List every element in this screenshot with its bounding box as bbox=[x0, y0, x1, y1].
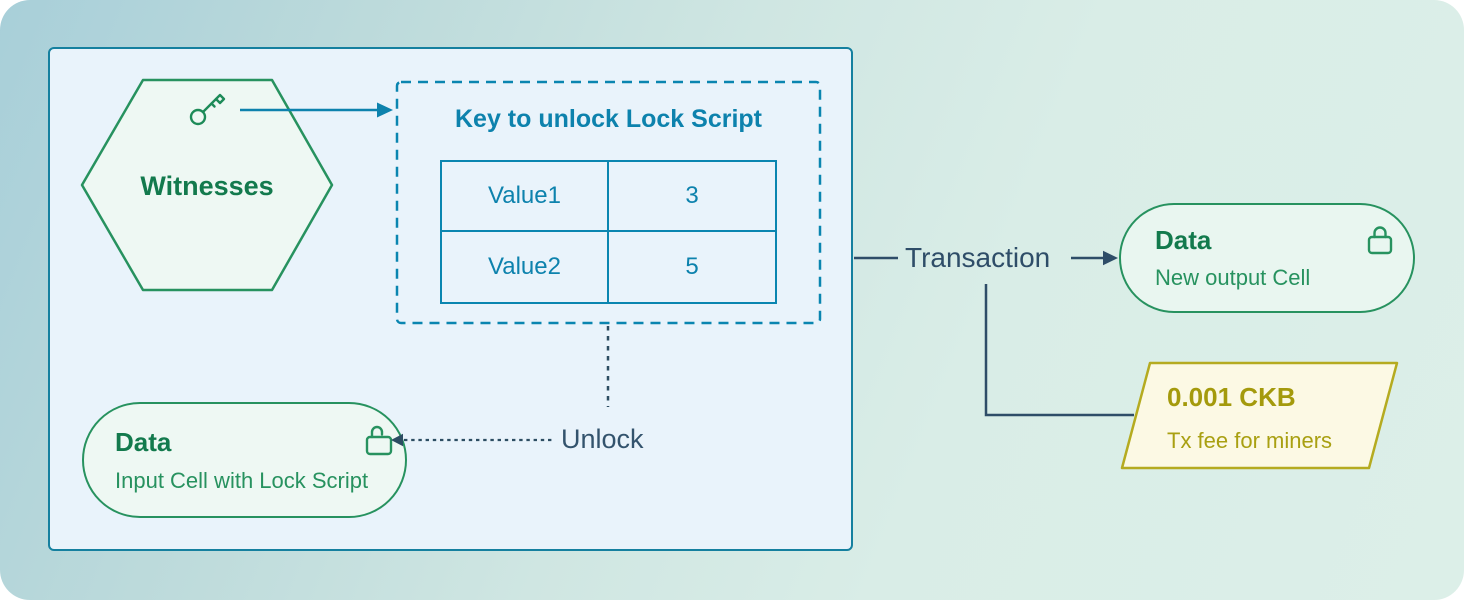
input-cell: Data Input Cell with Lock Script bbox=[82, 402, 407, 518]
input-cell-title: Data bbox=[115, 426, 172, 457]
output-cell: Data New output Cell bbox=[1119, 203, 1415, 313]
table-cell-value1-label: Value1 bbox=[442, 162, 609, 232]
unlocked-padlock-icon bbox=[365, 425, 393, 456]
locked-padlock-icon bbox=[1367, 226, 1393, 255]
table-cell-value2-value: 5 bbox=[685, 253, 699, 280]
fee-note: Tx fee for miners bbox=[1167, 428, 1333, 453]
input-cell-subtitle: Input Cell with Lock Script bbox=[115, 467, 369, 493]
key-box-title: Key to unlock Lock Script bbox=[454, 105, 762, 133]
transaction-to-output-arrow bbox=[1071, 250, 1118, 266]
table-cell-value2-label: Value2 bbox=[442, 232, 609, 302]
output-cell-title: Data bbox=[1155, 225, 1212, 255]
unlock-label: Unlock bbox=[561, 424, 644, 454]
transaction-label: Transaction bbox=[905, 242, 1051, 273]
table-cell-value1-value: 3 bbox=[609, 162, 775, 232]
fee-amount: 0.001 CKB bbox=[1167, 382, 1296, 412]
transaction-to-fee-connector bbox=[984, 284, 1134, 417]
key-value-table: Value1 3 Value2 5 bbox=[440, 160, 777, 304]
key-icon bbox=[189, 93, 226, 126]
output-cell-subtitle: New output Cell bbox=[1155, 265, 1311, 290]
witnesses-label: Witnesses bbox=[140, 171, 274, 201]
